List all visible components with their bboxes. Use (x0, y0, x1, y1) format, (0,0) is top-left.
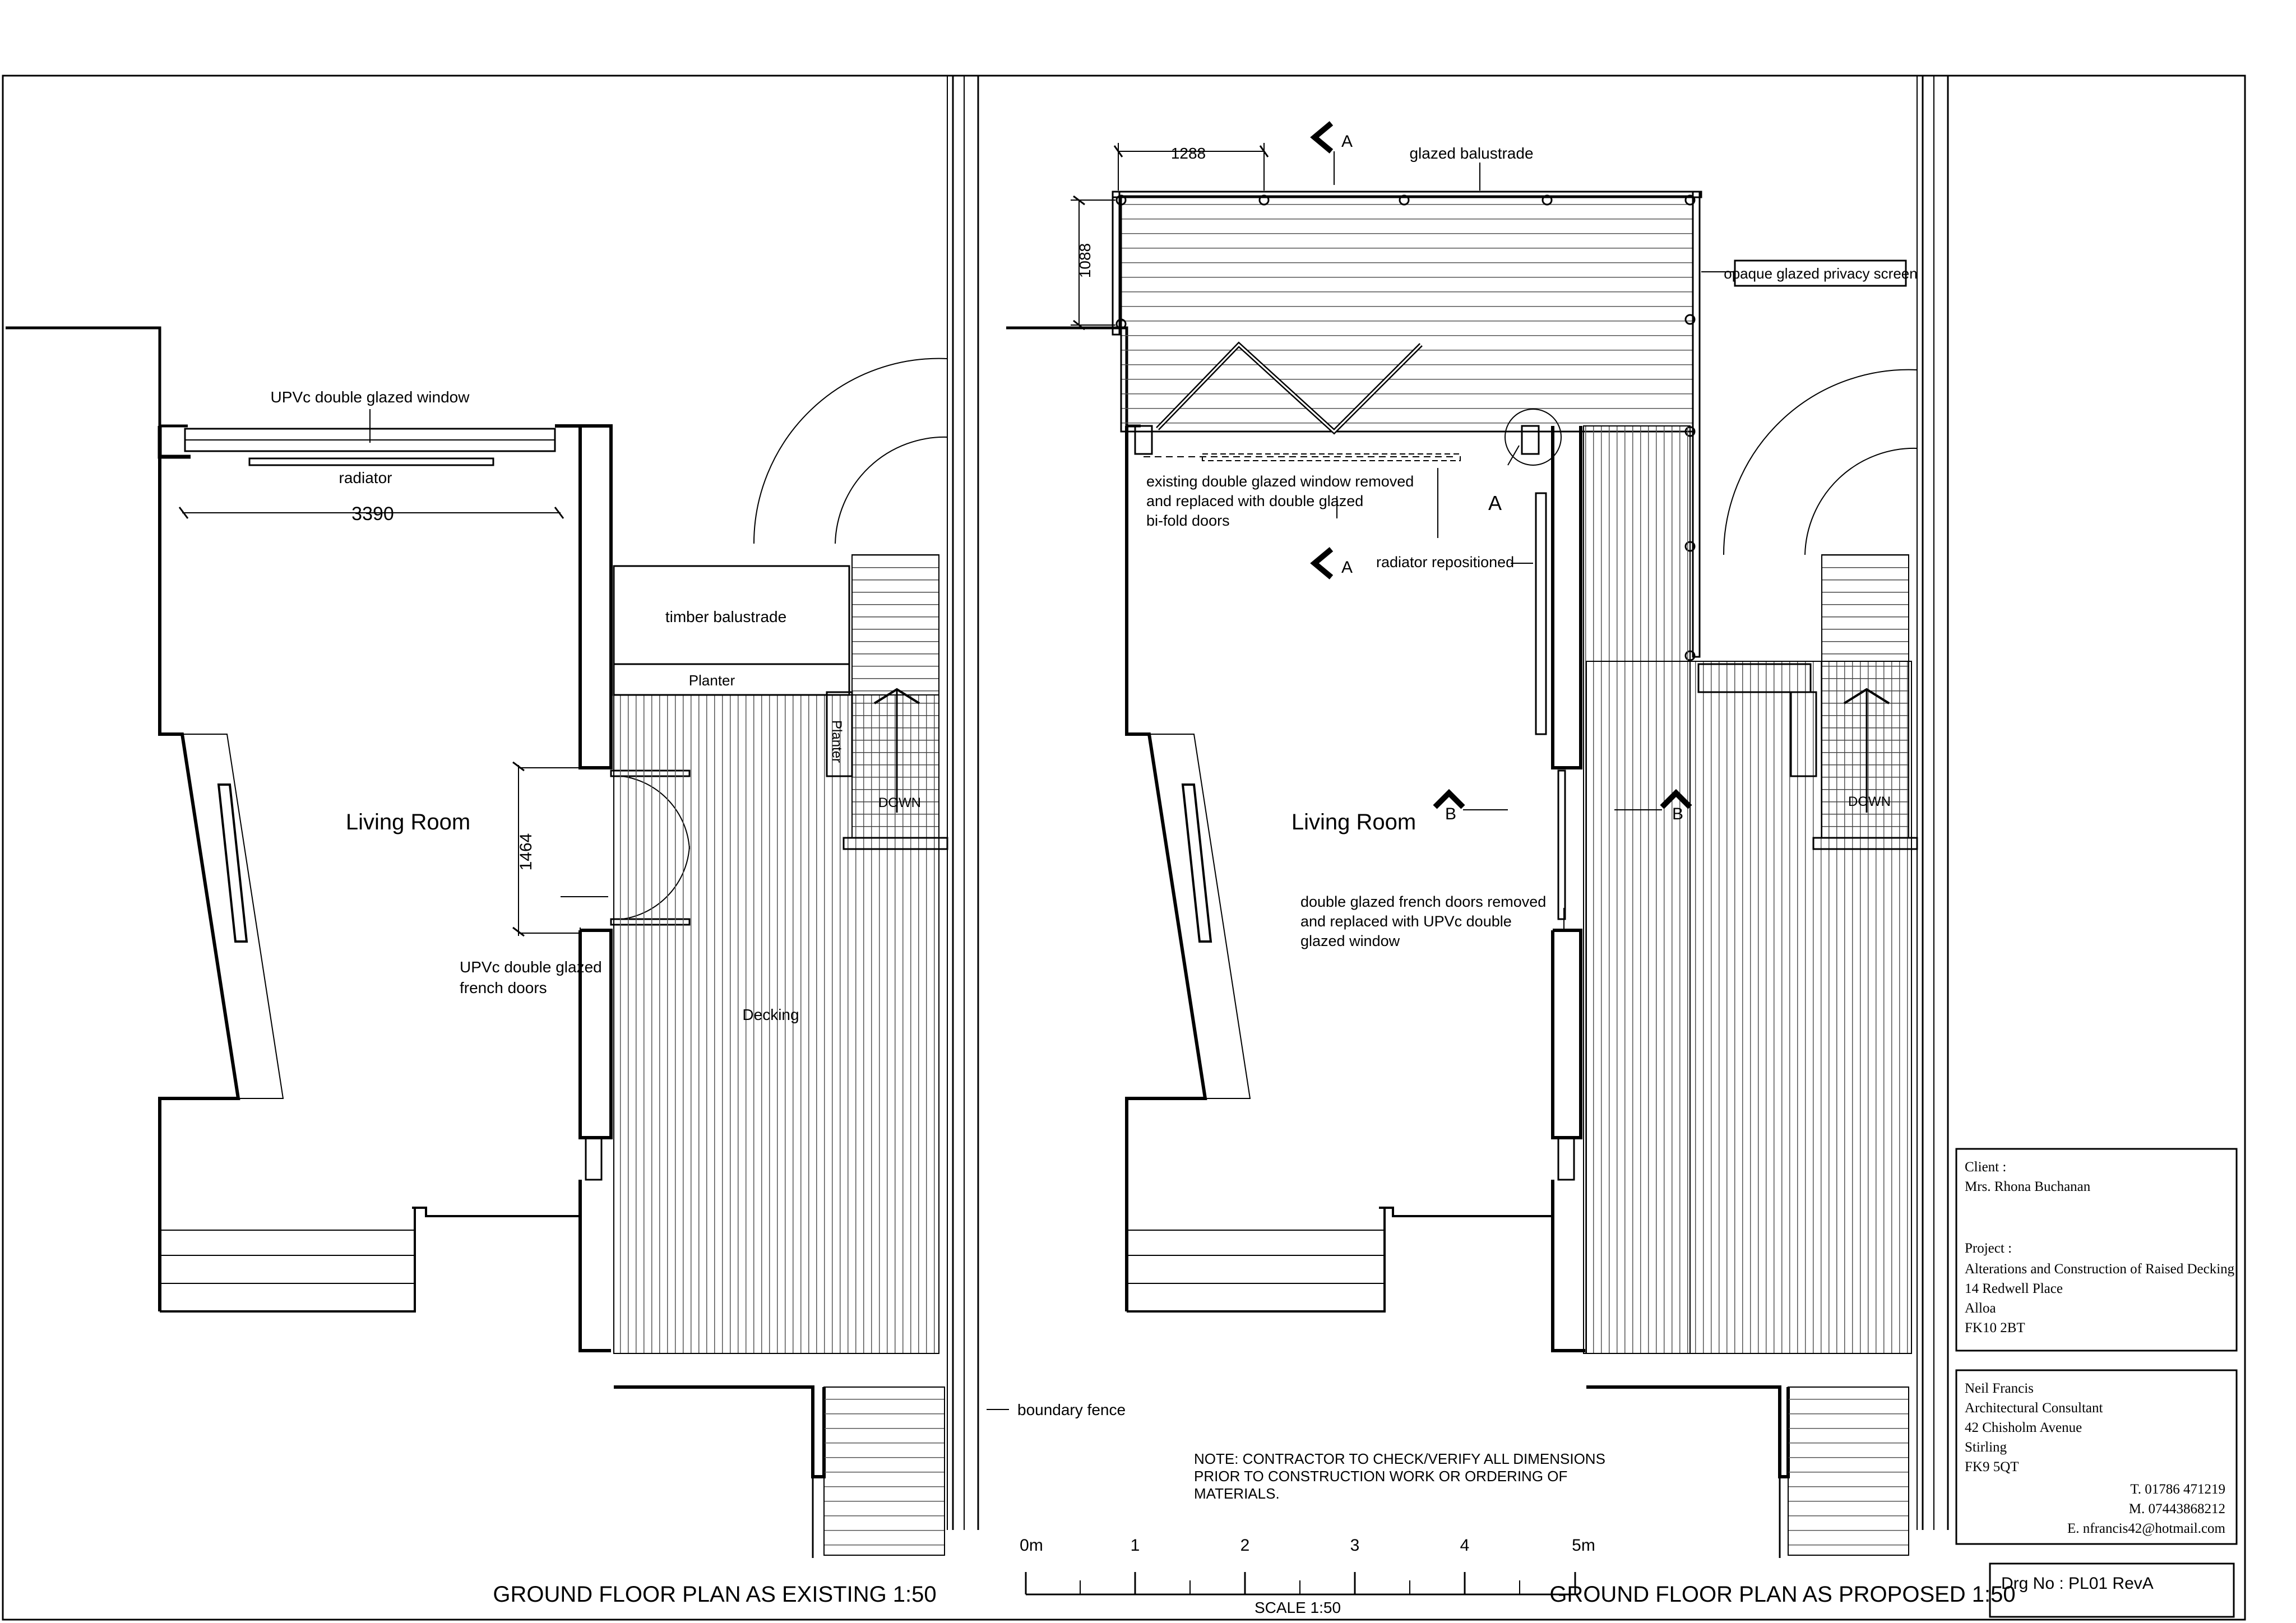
label-decking: Decking (742, 1006, 799, 1023)
existing-plan: UPVc double glazed window radiator 3390 … (6, 76, 1126, 1558)
client-name: Mrs. Rhona Buchanan (1965, 1179, 2091, 1194)
consultant-line: Stirling (1965, 1440, 2007, 1455)
proposed-plan: 1288 1088 glazed balustrade opaque glaze… (1006, 76, 1949, 1558)
label-french-removed: glazed window (1300, 933, 1400, 949)
project-line: 14 Redwell Place (1965, 1281, 2063, 1296)
project-label: Project : (1965, 1241, 2012, 1256)
svg-text:MATERIALS.: MATERIALS. (1194, 1485, 1280, 1502)
label-french-removed: and replaced with UPVc double (1300, 913, 1512, 930)
label-french-removed: double glazed french doors removed (1300, 893, 1546, 910)
scale-tick-label: 3 (1350, 1536, 1360, 1555)
label-glazed-balustrade: glazed balustrade (1409, 145, 1533, 162)
title-block: Client : Mrs. Rhona Buchanan Project : A… (1955, 1148, 2238, 1618)
consultant-box (1955, 1369, 2238, 1545)
label-radiator: radiator (339, 469, 392, 486)
dimension-3390: 3390 (351, 503, 394, 525)
planter (613, 663, 850, 696)
construction-note: NOTE: CONTRACTOR TO CHECK/VERIFY ALL DIM… (1194, 1450, 1605, 1502)
label-planter-vertical: Planter (829, 720, 844, 763)
project-line: Alloa (1965, 1301, 1996, 1316)
scale-tick-label: 1 (1131, 1536, 1140, 1555)
label-down: DOWN (1848, 794, 1891, 809)
consultant-mobile: M. 07443868212 (2129, 1501, 2225, 1517)
room-name-living-room: Living Room (346, 810, 470, 834)
dimension-1464: 1464 (517, 833, 535, 871)
privacy-screen (1692, 191, 1701, 658)
scale-bar: 0m 1 2 3 4 5m SCALE 1:50 (1020, 1536, 1595, 1616)
label-detail-a: A (1488, 491, 1502, 514)
stairs (851, 554, 939, 838)
label-bifold: existing double glazed window removed (1146, 473, 1414, 490)
new-upvc-window (1557, 769, 1566, 920)
raised-decking (1120, 195, 1694, 433)
scale-tick-label: 5m (1572, 1536, 1595, 1555)
label-section-b: B (1672, 805, 1683, 823)
section-marker-b (1433, 789, 1465, 809)
consultant-phone: T. 01786 471219 (2130, 1482, 2225, 1497)
drawing-number-box (1989, 1562, 2235, 1618)
consultant-line: Neil Francis (1965, 1381, 2034, 1396)
label-boundary-fence: boundary fence (1017, 1401, 1126, 1418)
label-bifold: bi-fold doors (1146, 512, 1230, 529)
consultant-line: FK9 5QT (1965, 1459, 2019, 1474)
scale-caption: SCALE 1:50 (1255, 1599, 1341, 1616)
label-upvc-window: UPVc double glazed window (271, 388, 470, 406)
privacy-screen-label-box (1734, 259, 1907, 287)
project-line: FK10 2BT (1965, 1320, 2025, 1336)
section-marker-b (1660, 789, 1692, 809)
label-planter: Planter (689, 672, 735, 689)
consultant-line: Architectural Consultant (1965, 1401, 2103, 1416)
svg-text:PRIOR TO CONSTRUCTION WORK OR: PRIOR TO CONSTRUCTION WORK OR ORDERING O… (1194, 1468, 1567, 1485)
scale-tick-label: 4 (1460, 1536, 1470, 1555)
plan-title-proposed: GROUND FLOOR PLAN AS PROPOSED 1:50 (1549, 1582, 2015, 1607)
client-project-box (1955, 1148, 2238, 1352)
room-name-living-room: Living Room (1292, 810, 1416, 834)
label-french-doors: french doors (460, 979, 547, 996)
label-section-b: B (1445, 805, 1456, 823)
label-section-a: A (1341, 132, 1353, 151)
dimension-1088: 1088 (1076, 243, 1094, 278)
sheet-border (2, 75, 2246, 1621)
section-marker-a (1310, 121, 1334, 154)
drawing-number: Drg No : PL01 RevA (2001, 1574, 2154, 1593)
consultant-line: 42 Chisholm Avenue (1965, 1420, 2082, 1435)
client-label: Client : (1965, 1160, 2006, 1175)
label-timber-balustrade: timber balustrade (665, 608, 786, 625)
plan-title-existing: GROUND FLOOR PLAN AS EXISTING 1:50 (493, 1582, 936, 1607)
scale-tick-label: 0m (1020, 1536, 1043, 1555)
label-bifold: and replaced with double glazed (1146, 493, 1363, 509)
project-line: Alterations and Construction of Raised D… (1965, 1262, 2235, 1277)
label-french-doors: UPVc double glazed (460, 958, 602, 976)
consultant-email: E. nfrancis42@hotmail.com (2067, 1521, 2226, 1536)
scale-tick-label: 2 (1240, 1536, 1250, 1555)
detail-circle-a (1505, 409, 1562, 466)
dimension-1288: 1288 (1171, 145, 1206, 162)
label-section-a: A (1341, 558, 1353, 577)
label-down: DOWN (878, 795, 921, 810)
svg-text:NOTE: CONTRACTOR TO CHECK/VERI: NOTE: CONTRACTOR TO CHECK/VERIFY ALL DIM… (1194, 1450, 1605, 1467)
section-marker-a (1310, 547, 1334, 579)
label-privacy-screen: opaque glazed privacy screen (1724, 265, 1917, 282)
existing-radiator (248, 457, 494, 466)
repositioned-radiator (1535, 492, 1547, 735)
label-radiator-repositioned: radiator repositioned (1376, 554, 1514, 571)
